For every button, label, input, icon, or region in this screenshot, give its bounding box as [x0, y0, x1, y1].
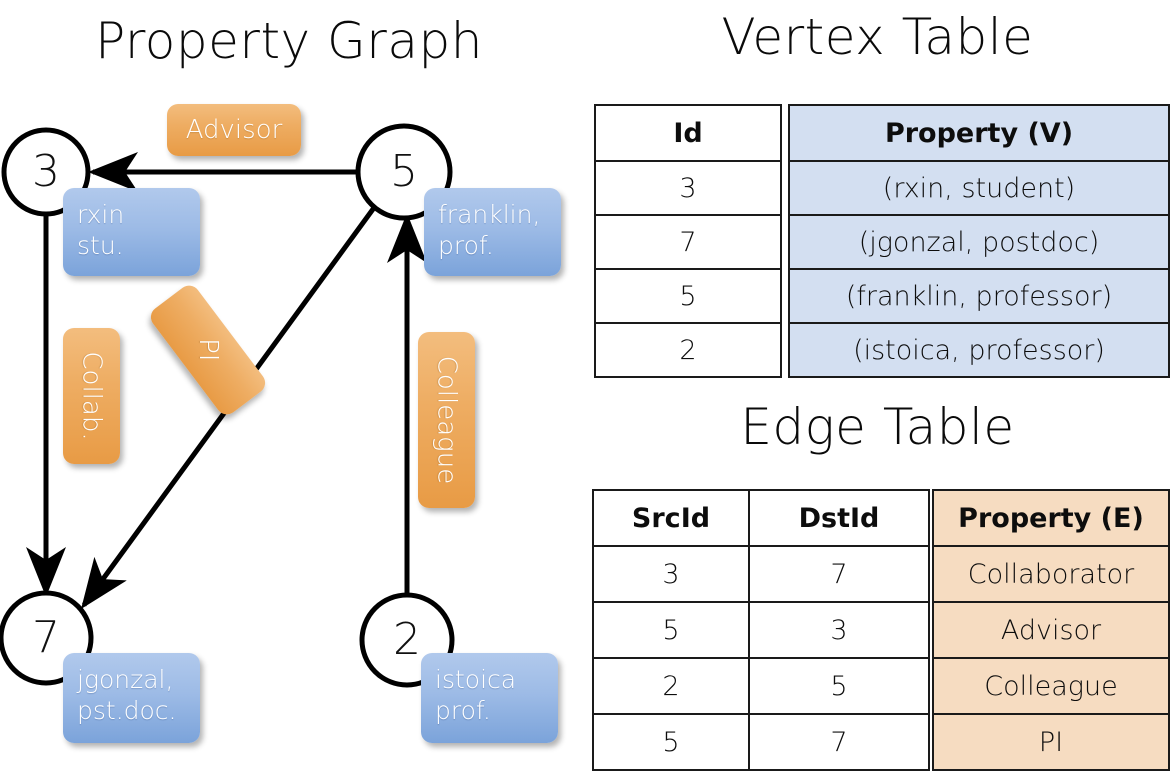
vertex-cell-property: (istoica, professor) [788, 322, 1170, 378]
edge-header-dstid: DstId [748, 489, 930, 547]
table-header-row: SrcId DstId Property (E) [592, 489, 1170, 547]
edge-cell-srcid: 3 [592, 545, 750, 603]
table-row[interactable]: 3 7 Collaborator [592, 545, 1170, 603]
table-row[interactable]: 2 5 Colleague [592, 657, 1170, 715]
column-gap [929, 714, 933, 770]
edge-label-text: Advisor [185, 115, 283, 145]
vertex-cell-property: (jgonzal, postdoc) [788, 214, 1170, 270]
table-row[interactable]: 5 (franklin, professor) [594, 268, 1170, 324]
prop-line: pst.doc. [77, 696, 177, 726]
column-gap [929, 490, 933, 546]
vertex-header-property: Property (V) [788, 104, 1170, 162]
node-property-bubble-jgonzal: jgonzal, pst.doc. [63, 653, 200, 743]
edge-cell-dstid: 3 [748, 601, 930, 659]
vertex-cell-property: (rxin, student) [788, 160, 1170, 216]
table-row[interactable]: 7 (jgonzal, postdoc) [594, 214, 1170, 270]
column-gap [781, 161, 789, 215]
table-row[interactable]: 5 3 Advisor [592, 601, 1170, 659]
edge-label-text: PI [192, 338, 223, 362]
edge-table: SrcId DstId Property (E) 3 7 Collaborato… [592, 489, 1170, 771]
edge-cell-dstid: 5 [748, 657, 930, 715]
column-gap [781, 105, 789, 161]
column-gap [781, 215, 789, 269]
edge-label-collab: Collab. [63, 328, 120, 464]
prop-line: stu. [77, 231, 124, 261]
vertex-cell-id: 5 [594, 268, 782, 324]
node-property-bubble-franklin: franklin, prof. [424, 188, 561, 276]
prop-line: istoica [435, 665, 517, 694]
prop-line: jgonzal, [77, 665, 174, 694]
node-property-bubble-istoica: istoica prof. [421, 653, 558, 743]
edge-cell-srcid: 5 [592, 601, 750, 659]
node-property-bubble-rxin: rxin stu. [63, 188, 200, 276]
edge-header-srcid: SrcId [592, 489, 750, 547]
prop-line: franklin, [438, 200, 541, 229]
prop-line: rxin [77, 200, 125, 229]
edge-cell-dstid: 7 [748, 713, 930, 771]
prop-line: prof. [438, 231, 494, 261]
edge-label-advisor: Advisor [167, 104, 301, 156]
edge-label-colleague: Colleague [418, 332, 475, 508]
page-title-edge-table: Edge Table [740, 398, 1015, 456]
edge-cell-dstid: 7 [748, 545, 930, 603]
edge-cell-property: Colleague [932, 657, 1170, 715]
page-title-property-graph: Property Graph [95, 12, 483, 70]
table-header-row: Id Property (V) [594, 104, 1170, 162]
edge-header-property: Property (E) [932, 489, 1170, 547]
edge-label-text: Colleague [431, 355, 462, 485]
edge-cell-srcid: 2 [592, 657, 750, 715]
column-gap [781, 323, 789, 377]
table-row[interactable]: 5 7 PI [592, 713, 1170, 771]
prop-line: prof. [435, 696, 491, 726]
vertex-cell-id: 7 [594, 214, 782, 270]
vertex-cell-id: 2 [594, 322, 782, 378]
vertex-cell-id: 3 [594, 160, 782, 216]
edge-cell-property: Advisor [932, 601, 1170, 659]
table-row[interactable]: 2 (istoica, professor) [594, 322, 1170, 378]
table-row[interactable]: 3 (rxin, student) [594, 160, 1170, 216]
edge-cell-srcid: 5 [592, 713, 750, 771]
vertex-cell-property: (franklin, professor) [788, 268, 1170, 324]
edge-label-text: Collab. [76, 351, 107, 441]
edge-cell-property: PI [932, 713, 1170, 771]
property-graph-diagram: 3 5 7 2 rxin stu. franklin, prof. jgonza… [0, 0, 585, 760]
column-gap [781, 269, 789, 323]
column-gap [929, 546, 933, 602]
vertex-header-id: Id [594, 104, 782, 162]
page-title-vertex-table: Vertex Table [721, 8, 1034, 66]
column-gap [929, 602, 933, 658]
vertex-table: Id Property (V) 3 (rxin, student) 7 (jgo… [594, 104, 1170, 378]
edge-cell-property: Collaborator [932, 545, 1170, 603]
column-gap [929, 658, 933, 714]
